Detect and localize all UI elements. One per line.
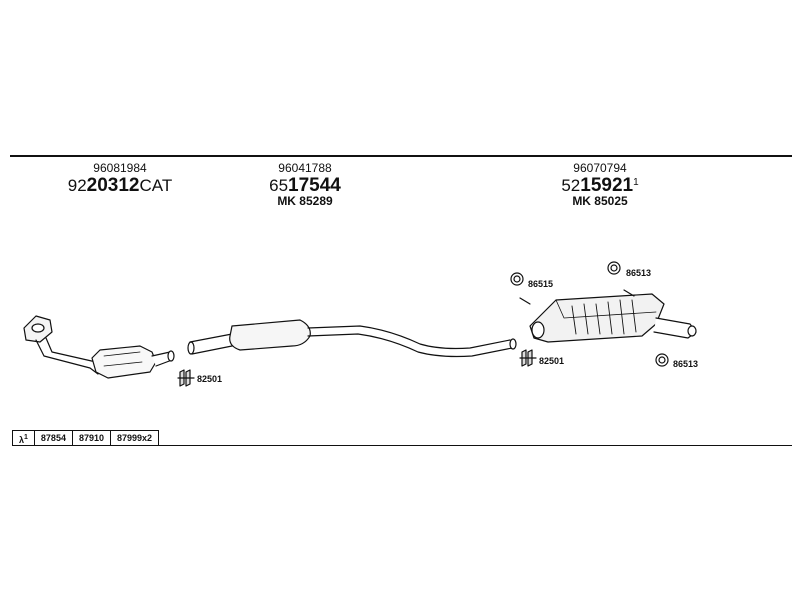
rear-silencer xyxy=(519,289,697,343)
oe-number-catalyst: 96081984 xyxy=(93,161,147,175)
bracket-82501-rear xyxy=(519,349,537,367)
front-pipe xyxy=(35,337,103,375)
part-ref-bracket-rear: 82501 xyxy=(539,356,565,366)
legend-item: 87999x2 xyxy=(116,433,153,443)
front-flange xyxy=(23,315,53,343)
part-ref-rubber-86515: 86515 xyxy=(528,279,554,289)
middle-pipe xyxy=(187,319,517,358)
rubber-mount-86513-bottom xyxy=(655,353,669,367)
part-ref-rubber-86513-bottom: 86513 xyxy=(673,359,699,369)
catalytic-converter xyxy=(91,345,175,379)
legend-item: 87910 xyxy=(73,431,111,445)
part-number-catalyst: 9220312CAT xyxy=(67,175,173,196)
legend-item: 87854 xyxy=(35,431,73,445)
rubber-mount-86515 xyxy=(510,272,524,286)
rubber-mount-86513-top xyxy=(607,261,621,275)
bottom-divider xyxy=(12,445,792,446)
mount-kit-rear-silencer: MK 85025 xyxy=(572,194,628,208)
top-divider xyxy=(10,155,792,157)
lambda-sensor-symbol: λ1 xyxy=(13,431,35,445)
legend-row: λ1 87854 87910 87999x2 xyxy=(12,430,160,446)
part-ref-rubber-86513-top: 86513 xyxy=(626,268,652,278)
oe-number-rear-silencer: 96070794 xyxy=(573,161,627,175)
mount-kit-middle-pipe: MK 85289 xyxy=(277,194,333,208)
bracket-82501-front xyxy=(177,369,195,387)
part-ref-bracket-front: 82501 xyxy=(197,374,223,384)
part-number-middle-pipe: 6517544 xyxy=(269,175,341,196)
oe-number-middle-pipe: 96041788 xyxy=(278,161,332,175)
part-number-rear-silencer: 52159211 xyxy=(561,175,639,196)
